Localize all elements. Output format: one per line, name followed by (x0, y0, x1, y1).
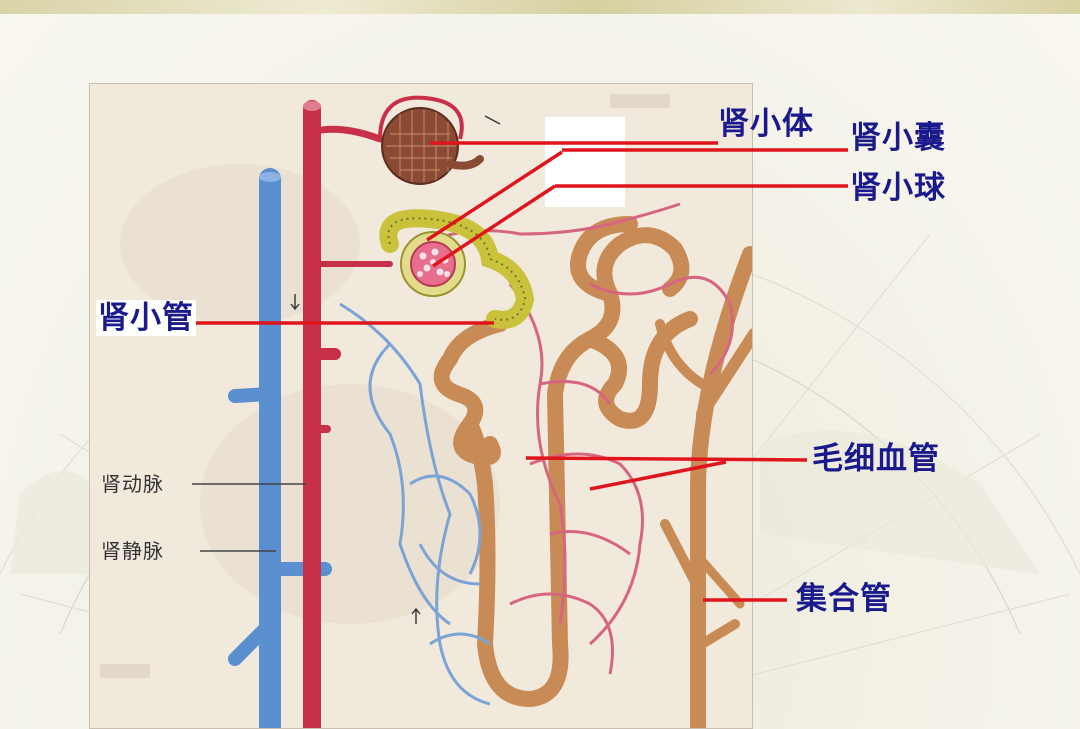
top-decorative-band (0, 0, 1080, 14)
nephron-diagram-panel (89, 83, 753, 729)
renal-tubule-shape (433, 216, 698, 707)
label-renal-vein: 肾静脉 (101, 539, 164, 563)
renal-corpuscle-shape (378, 95, 484, 185)
label-renal-artery: 肾动脉 (101, 472, 164, 496)
capillary-network-shape (419, 202, 734, 675)
label-glomerulus: 肾小球 (850, 170, 946, 206)
label-renal-tubule: 肾小管 (96, 300, 196, 336)
label-renal-corpuscle: 肾小体 (718, 106, 814, 142)
glomerulus-shape (410, 241, 456, 287)
label-collecting-duct: 集合管 (796, 581, 892, 617)
label-capillaries: 毛细血管 (812, 441, 940, 477)
renal-artery-shape (303, 100, 393, 728)
label-backdrop-patch (545, 117, 625, 207)
label-renal-capsule: 肾小囊 (850, 120, 946, 156)
nephron-illustration (100, 94, 752, 728)
renal-capsule-shape (379, 209, 535, 329)
